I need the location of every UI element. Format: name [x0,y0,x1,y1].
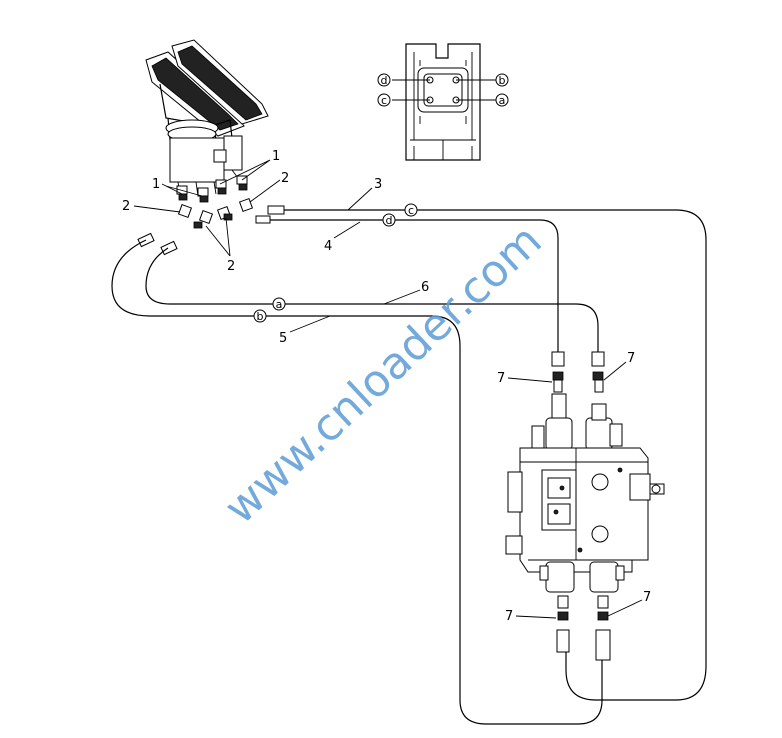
hose-lines [111,209,707,725]
callout-2-bottom: 2 [227,259,235,274]
callout-7-top-right: 7 [627,351,635,366]
callout-6: 6 [421,280,429,295]
valve-body [519,447,649,573]
hose-letter-d: d [386,214,393,227]
callout-1-left: 1 [152,177,160,192]
callout-1-right: 1 [272,149,280,164]
hose-letter-a: a [276,298,283,311]
callout-5: 5 [279,331,287,346]
callout-2-right: 2 [281,171,289,186]
hose-3 [284,209,707,701]
port-letter-d-top: d [381,74,388,87]
callout-7-top-left: 7 [497,371,505,386]
hose-port-markers: c d a b [253,203,418,323]
valve-plate-top-view: d c b a [377,43,509,161]
pilot-valve-fittings [137,175,285,256]
hose-6 [145,247,599,352]
hose-letter-b: b [257,310,264,323]
multiway-control-valve [505,351,665,661]
port-letter-c-top: c [381,94,387,107]
callout-7-bottom-right: 7 [643,590,651,605]
callouts: 1 1 2 2 2 3 4 6 5 7 7 7 7 [122,149,651,624]
callout-4: 4 [324,239,332,254]
port-letter-a-top: a [499,94,506,107]
callout-7-bottom-left: 7 [505,609,513,624]
callout-3: 3 [374,177,382,192]
port-letter-b-top: b [499,74,506,87]
pedal-valve-assembly [145,39,269,197]
hose-5 [111,239,603,725]
callout-2-left: 2 [122,199,130,214]
hose-4 [270,219,559,352]
hose-letter-c: c [408,204,414,217]
